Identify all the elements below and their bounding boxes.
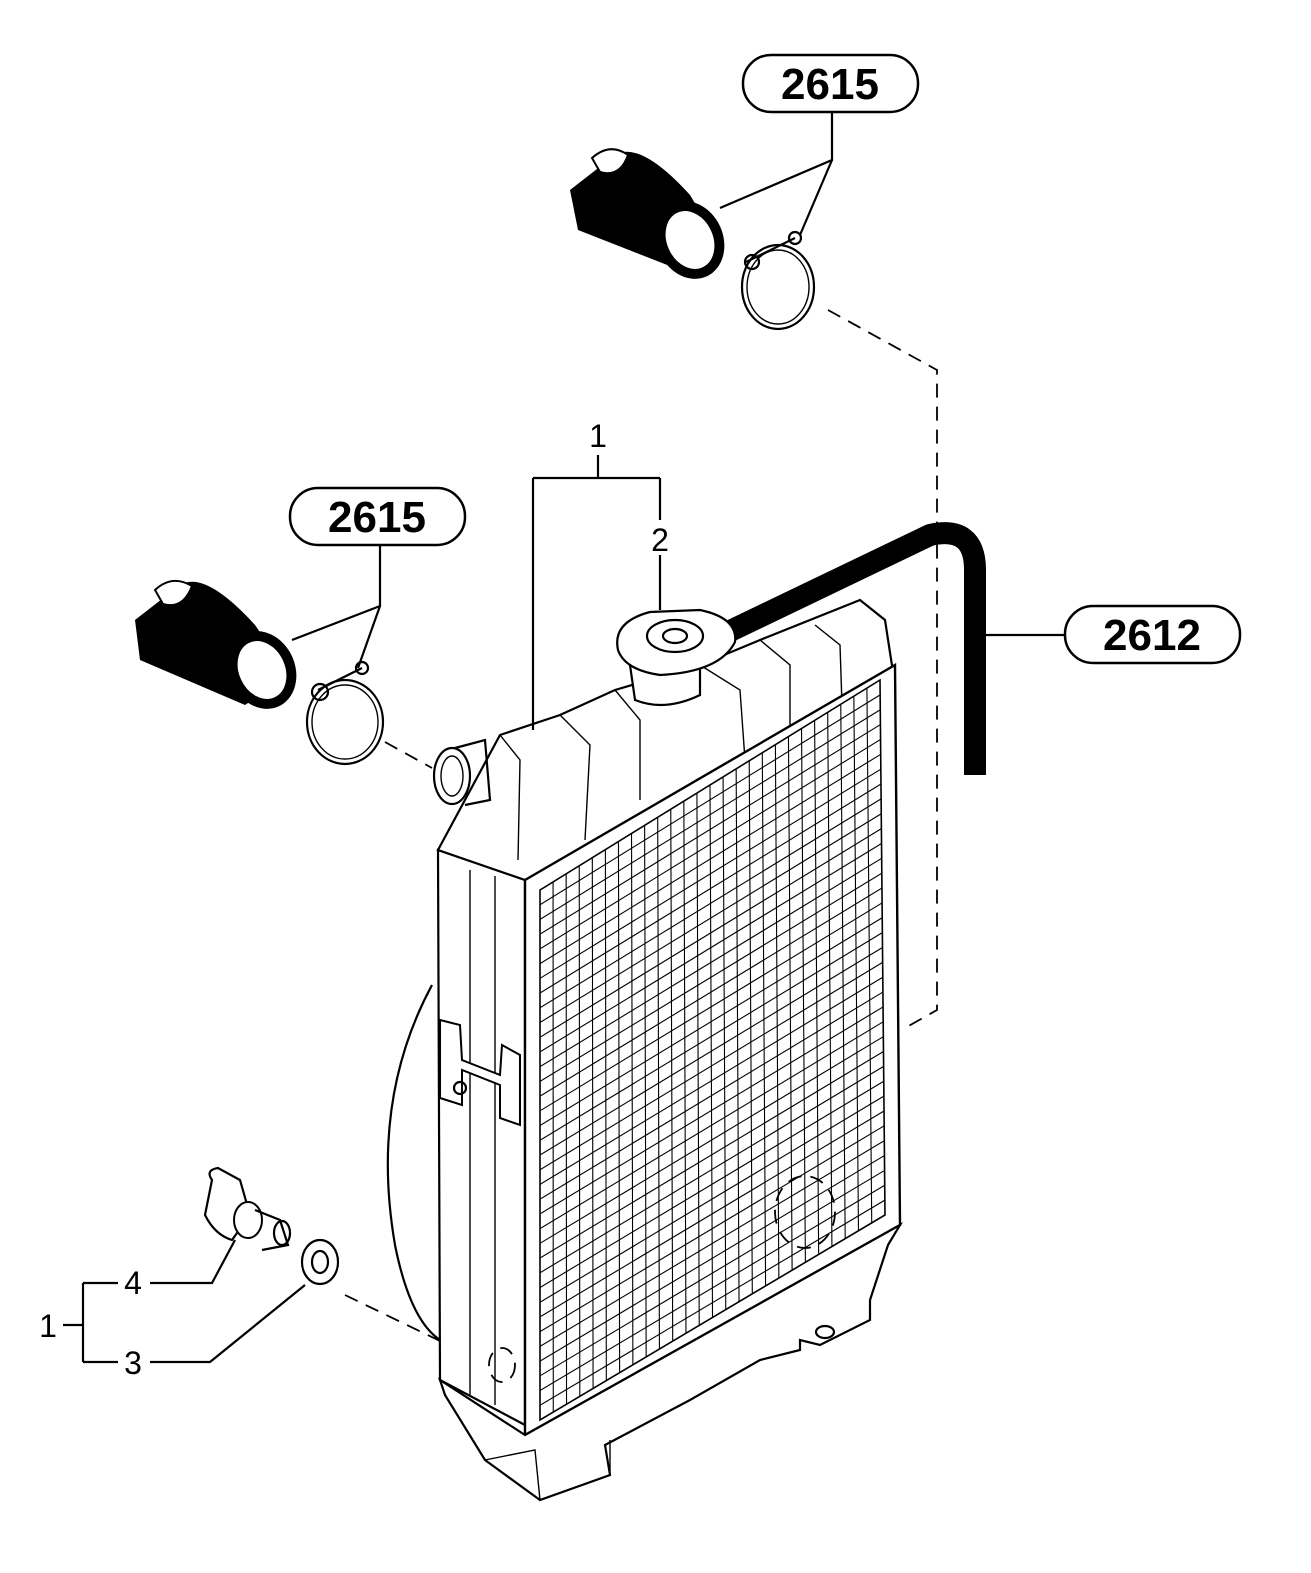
core-grid-hline — [540, 857, 882, 1068]
callout-2615-left-label: 2615 — [328, 493, 426, 542]
callout-2615-left: 2615 — [288, 486, 467, 547]
core-grid-hline — [540, 738, 881, 950]
core-grid-hline — [540, 1095, 885, 1303]
radiator-body — [386, 598, 904, 1502]
core-grid-hline — [540, 1184, 885, 1392]
overflow-pipe — [723, 522, 986, 775]
callout-2615-top-label: 2615 — [781, 60, 879, 109]
lower-hose — [135, 579, 297, 709]
part-number-1-left: 1 — [39, 1308, 57, 1344]
upper-hose — [570, 148, 725, 279]
part-number-2: 2 — [651, 522, 669, 558]
core-grid-hline — [540, 947, 883, 1156]
core-grid-hline — [540, 1110, 885, 1318]
core-grid-hline — [540, 813, 882, 1023]
lower-hose-clamp — [305, 660, 385, 766]
core-grid-hline — [540, 1140, 885, 1347]
core-grid-hline — [540, 1006, 884, 1215]
core-grid-hline — [540, 1155, 885, 1362]
core-grid-hline — [540, 932, 883, 1141]
leader-lines-top — [719, 112, 834, 236]
core-grid-hline — [540, 991, 884, 1200]
core-grid-hline — [540, 917, 883, 1127]
core-grid-hline — [540, 902, 883, 1112]
radiator-cap — [616, 608, 737, 677]
core-grid-hline — [540, 1065, 884, 1274]
leader-lines-left — [291, 545, 382, 669]
callout-2615-top: 2615 — [741, 53, 920, 114]
radiator-core-grid — [540, 688, 885, 1413]
core-grid-hline — [540, 887, 883, 1097]
leader-lines-parts — [63, 455, 1065, 1364]
core-grid-hline — [540, 768, 882, 979]
core-grid-hline — [540, 1051, 884, 1259]
core-grid-hline — [540, 1169, 885, 1377]
core-grid-hline — [540, 1021, 884, 1230]
core-grid-hline — [540, 783, 882, 994]
core-grid-hline — [540, 961, 883, 1171]
core-grid-hline — [540, 976, 884, 1185]
upper-hose-clamp — [740, 230, 816, 331]
core-grid-hline — [540, 1036, 884, 1244]
callout-2612-label: 2612 — [1103, 611, 1201, 660]
core-grid-hline — [540, 694, 881, 906]
drain-plug — [203, 1166, 292, 1252]
part-number-1-top: 1 — [589, 418, 607, 454]
core-grid-hline — [540, 724, 881, 935]
core-grid-hline — [540, 1080, 885, 1288]
callout-2612: 2612 — [1063, 604, 1242, 665]
core-grid-hline — [540, 872, 883, 1082]
part-number-4: 4 — [124, 1265, 142, 1301]
drain-washer — [300, 1238, 340, 1286]
part-number-3: 3 — [124, 1345, 142, 1381]
core-grid-hline — [540, 1199, 885, 1406]
core-grid-hline — [540, 828, 882, 1038]
core-grid-hline — [540, 753, 881, 965]
core-grid-hline — [540, 709, 881, 920]
core-grid-hline — [540, 1125, 885, 1333]
core-grid-hline — [540, 843, 882, 1053]
core-grid-hline — [540, 798, 882, 1009]
